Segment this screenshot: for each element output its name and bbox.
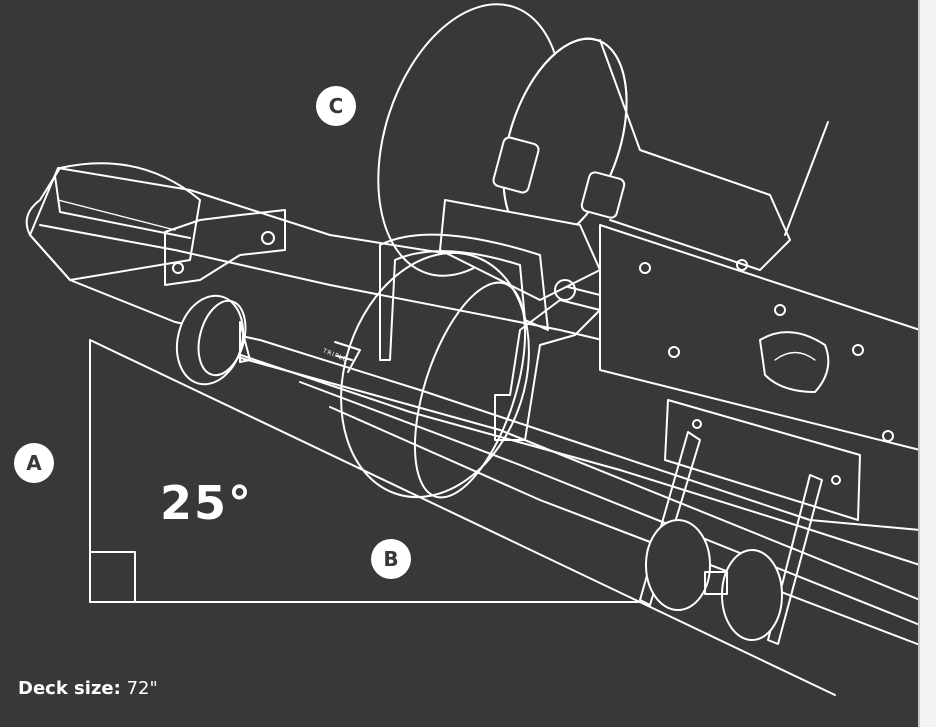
callout-b-badge: B xyxy=(371,539,411,579)
slope-angle-label: 25° xyxy=(160,476,254,530)
slope-triangle xyxy=(89,339,836,696)
deck-size-value: 72" xyxy=(126,678,158,699)
right-angle-marker xyxy=(89,551,136,603)
triple-logo xyxy=(334,341,361,373)
rear-rollers xyxy=(639,431,823,645)
callout-c-badge: C xyxy=(316,86,356,126)
deck-size-caption: Deck size: 72" xyxy=(18,678,158,699)
front-caster-wheel xyxy=(340,233,601,499)
callout-a-badge: A xyxy=(14,443,54,483)
right-edge-strip xyxy=(918,0,936,727)
deck-size-label: Deck size: xyxy=(18,678,121,699)
left-gauge-wheel xyxy=(175,294,251,386)
